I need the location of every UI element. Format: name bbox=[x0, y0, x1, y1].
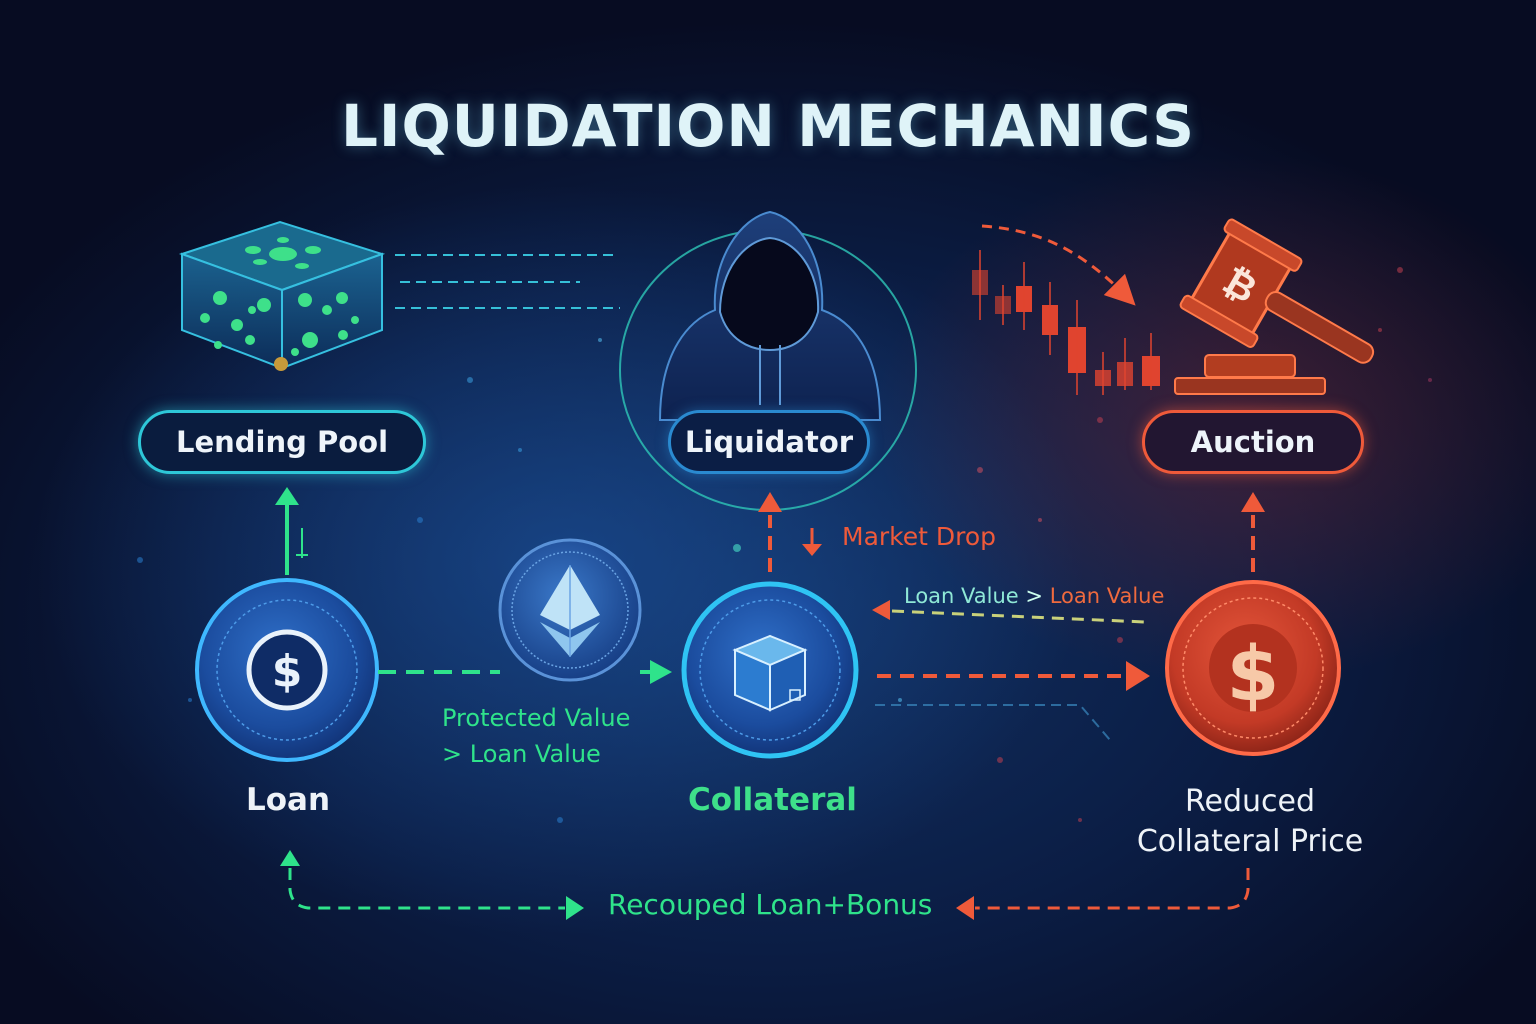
reduced-price-coin: $ bbox=[1165, 580, 1341, 756]
hooded-figure-icon bbox=[619, 210, 917, 511]
cube-network-icon bbox=[178, 220, 386, 371]
protected-line1: Protected Value bbox=[442, 704, 631, 732]
arrow-reduced-to-auction bbox=[1241, 492, 1265, 572]
gavel-icon: ₿ bbox=[1174, 218, 1375, 395]
loan-value-operator: > bbox=[1025, 584, 1043, 608]
reduced-line1: Reduced bbox=[1184, 784, 1315, 819]
market-drop-arrow-icon bbox=[802, 528, 822, 556]
collateral-label: Collateral bbox=[688, 782, 857, 818]
market-drop-annotation: Market Drop bbox=[842, 522, 997, 551]
arrow-loan-to-pool bbox=[275, 487, 308, 575]
arrow-collateral-to-reduced bbox=[877, 661, 1150, 691]
auction-node: Auction bbox=[1142, 410, 1364, 474]
arrow-recouped-loop bbox=[280, 850, 1250, 920]
protected-value-annotation: Protected Value > Loan Value bbox=[442, 700, 630, 772]
dollar-coin-icon: $ bbox=[272, 646, 303, 697]
loan-value-left: Loan Value bbox=[904, 584, 1019, 608]
protected-line2: > Loan Value bbox=[442, 740, 601, 768]
arrow-collateral-to-liquidator bbox=[758, 492, 782, 572]
loan-value-comparison: Loan Value > Loan Value bbox=[904, 584, 1164, 608]
arrow-loanvalue-back bbox=[872, 600, 1146, 624]
reduced-line2: Collateral Price bbox=[1136, 824, 1364, 859]
pool-to-liquidator-lines bbox=[395, 254, 620, 309]
loan-coin: $ bbox=[195, 578, 379, 762]
background-particles bbox=[137, 267, 1432, 823]
market-drop-curve-arrow bbox=[981, 224, 1136, 306]
liquidator-node: Liquidator bbox=[668, 410, 870, 474]
reduced-collateral-price-label: Reduced Collateral Price bbox=[1130, 782, 1370, 862]
loan-label: Loan bbox=[246, 782, 331, 818]
lending-pool-node: Lending Pool bbox=[138, 410, 426, 474]
loan-value-right: Loan Value bbox=[1049, 584, 1165, 608]
arrow-loan-to-collateral bbox=[378, 660, 672, 684]
recouped-annotation: Recouped Loan+Bonus bbox=[608, 888, 933, 921]
falling-chart-icon bbox=[972, 250, 1160, 395]
box-coin-icon bbox=[681, 581, 859, 759]
page-title: LIQUIDATION MECHANICS bbox=[340, 92, 1196, 160]
faint-line bbox=[875, 704, 1111, 741]
ethereum-coin-icon bbox=[498, 538, 642, 682]
dollar-coin-icon: $ bbox=[1227, 629, 1280, 718]
